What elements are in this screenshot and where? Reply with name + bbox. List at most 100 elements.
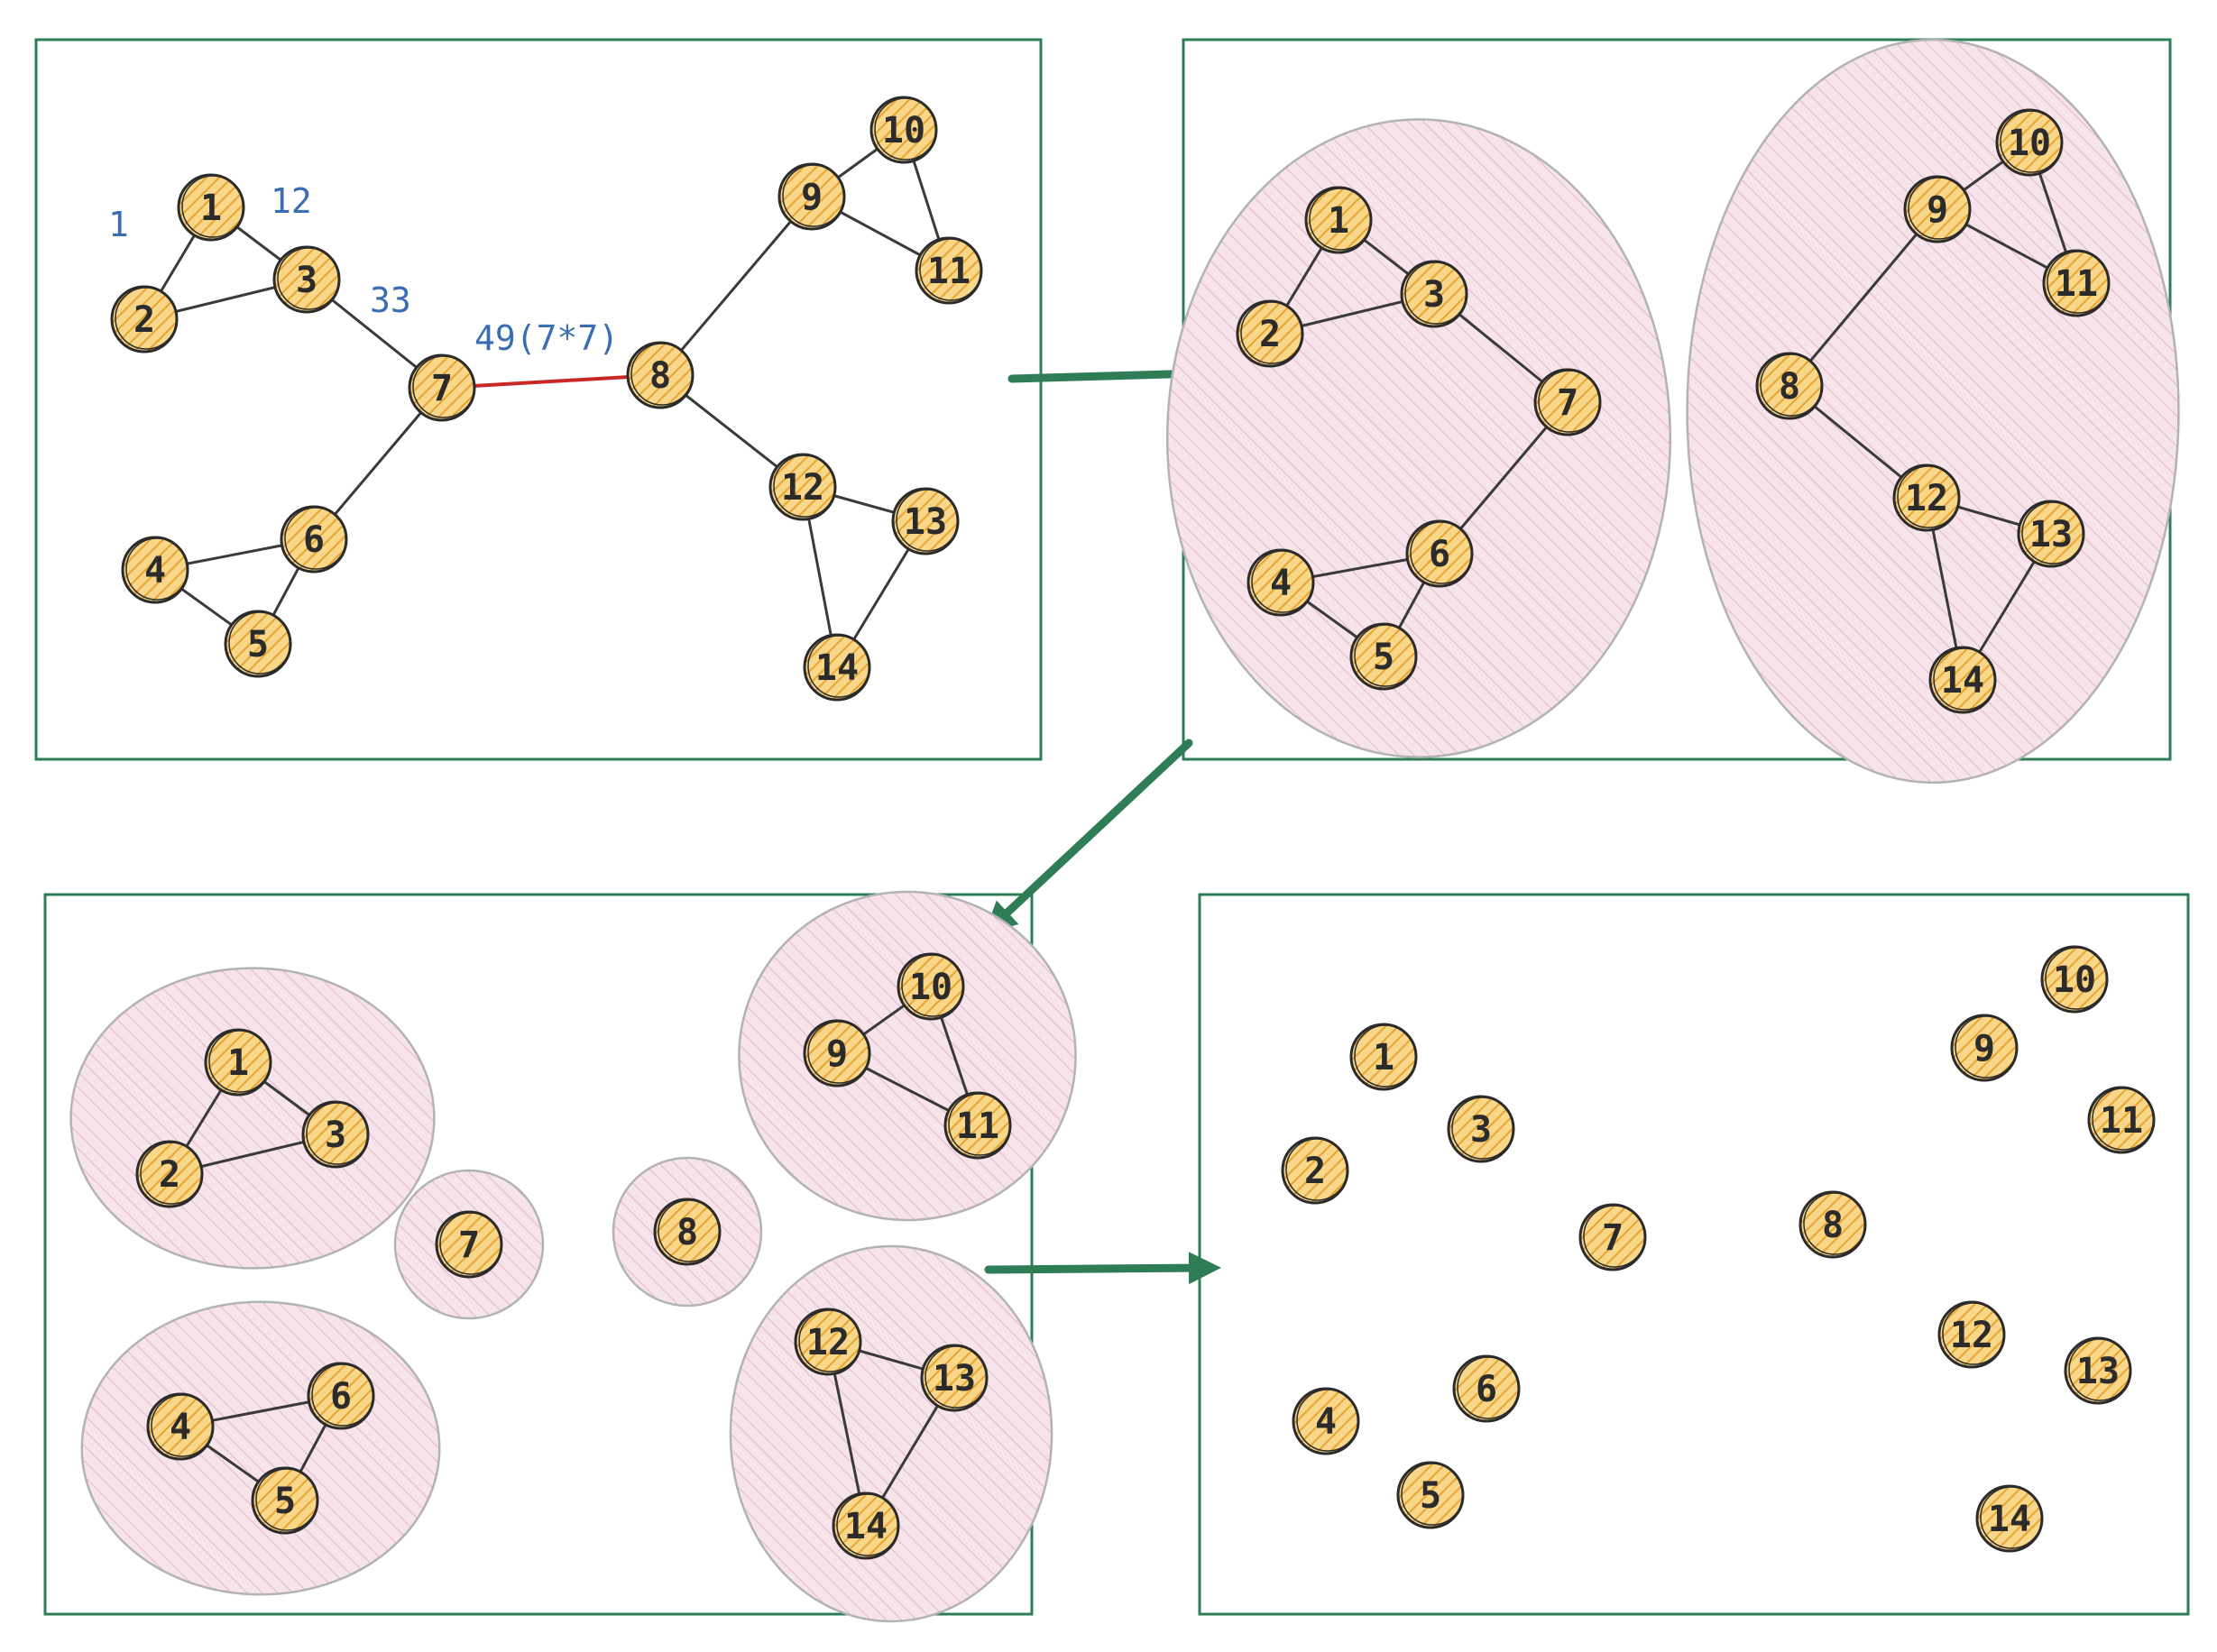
- node-label: 5: [1420, 1475, 1441, 1517]
- node-10: 10: [869, 96, 938, 164]
- node-2: 2: [110, 285, 179, 353]
- node-label: 2: [133, 299, 155, 341]
- node-label: 6: [1429, 534, 1450, 575]
- panel-frame-six-clusters: [43, 893, 1034, 1616]
- node-1: 1: [177, 173, 245, 242]
- node-label: 2: [159, 1154, 180, 1196]
- node-sketch-outline: [1980, 1486, 2043, 1549]
- node-label: 5: [274, 1481, 296, 1522]
- node-8: 8: [1755, 352, 1824, 420]
- node-label: 3: [1470, 1109, 1492, 1151]
- node-8: 8: [653, 1198, 722, 1266]
- node-sketch-outline: [807, 1021, 870, 1084]
- node-2: 2: [1236, 299, 1304, 368]
- node-sketch-outline: [1240, 301, 1303, 364]
- node-sketch-outline: [2021, 501, 2084, 564]
- node-13: 13: [891, 487, 960, 555]
- node-sketch-outline: [919, 238, 982, 301]
- node-label: 7: [1602, 1217, 1624, 1259]
- arrow-right-icon: [1007, 357, 1216, 390]
- node-label: 9: [801, 177, 823, 218]
- node-sketch-outline: [2000, 110, 2063, 173]
- node-label: 12: [781, 467, 824, 509]
- node-sketch-outline: [1251, 550, 1314, 613]
- node-sketch-outline: [1285, 1138, 1348, 1201]
- node-label: 4: [144, 550, 166, 592]
- node-7: 7: [408, 353, 476, 422]
- node-label: 11: [2055, 263, 2098, 305]
- node-sketch-outline: [836, 1493, 899, 1556]
- node-3: 3: [1447, 1095, 1515, 1163]
- node-label: 13: [904, 501, 947, 543]
- arrow-right-icon: [984, 1252, 1221, 1285]
- panel-frame-full-graph: [34, 38, 1043, 761]
- node-11: 11: [2042, 249, 2111, 317]
- node-sketch-outline: [782, 164, 845, 227]
- weight-label-edge-1-2: 1: [108, 205, 129, 244]
- node-sketch-outline: [798, 1309, 861, 1372]
- node-label: 8: [649, 355, 671, 397]
- node-sketch-outline: [1933, 647, 1996, 711]
- node-label: 13: [933, 1358, 976, 1400]
- cluster-1-2-3: [69, 967, 436, 1270]
- node-sketch-outline: [1410, 521, 1473, 584]
- node-sketch-outline: [874, 97, 937, 161]
- node-label: 1: [1328, 200, 1349, 242]
- node-label: 11: [2100, 1100, 2143, 1142]
- node-label: 7: [431, 368, 453, 409]
- node-sketch-outline: [658, 1199, 721, 1262]
- node-sketch-outline: [151, 1394, 214, 1457]
- node-3: 3: [301, 1100, 370, 1169]
- node-sketch-outline: [311, 1363, 374, 1427]
- node-13: 13: [2064, 1336, 2132, 1405]
- node-10: 10: [1995, 108, 2064, 177]
- node-label: 12: [1950, 1315, 1993, 1356]
- node-label: 7: [458, 1225, 480, 1266]
- node-label: 4: [1315, 1401, 1337, 1443]
- node-sketch-outline: [2068, 1338, 2131, 1401]
- node-label: 9: [1973, 1028, 1995, 1069]
- arrow-right-icon: [983, 739, 1193, 935]
- node-sketch-outline: [1354, 1024, 1417, 1088]
- node-sketch-outline: [208, 1030, 271, 1093]
- node-14: 14: [1975, 1484, 2044, 1553]
- node-7: 7: [1578, 1203, 1647, 1271]
- node-7: 7: [1533, 368, 1602, 436]
- node-8: 8: [1798, 1190, 1867, 1259]
- node-sketch-outline: [1401, 1463, 1464, 1526]
- node-sketch-outline: [1583, 1205, 1646, 1268]
- node-5: 5: [251, 1466, 319, 1535]
- node-sketch-outline: [140, 1142, 203, 1205]
- node-sketch-outline: [306, 1102, 369, 1165]
- node-label: 11: [927, 251, 971, 292]
- transition-arrows: [983, 357, 1221, 1285]
- node-sketch-outline: [1404, 262, 1467, 325]
- node-sketch-outline: [1955, 1015, 2018, 1078]
- node-13: 13: [920, 1344, 989, 1412]
- node-3: 3: [272, 245, 341, 314]
- node-sketch-outline: [901, 954, 964, 1017]
- node-sketch-outline: [439, 1212, 502, 1275]
- node-11: 11: [2087, 1086, 2156, 1154]
- node-7: 7: [435, 1210, 503, 1279]
- node-9: 9: [777, 162, 846, 231]
- node-sketch-outline: [896, 489, 959, 552]
- node-9: 9: [803, 1019, 871, 1088]
- node-1: 1: [1304, 186, 1373, 254]
- node-sketch-outline: [1354, 624, 1417, 687]
- node-5: 5: [1396, 1461, 1465, 1529]
- node-8: 8: [626, 341, 695, 409]
- node-14: 14: [803, 633, 871, 702]
- node-sketch-outline: [181, 175, 244, 238]
- node-sketch-outline: [1309, 188, 1372, 251]
- node-label: 1: [227, 1042, 249, 1084]
- node-label: 14: [815, 647, 859, 689]
- node-label: 2: [1259, 314, 1281, 355]
- node-label: 6: [1476, 1369, 1497, 1410]
- node-sketch-outline: [2047, 251, 2110, 314]
